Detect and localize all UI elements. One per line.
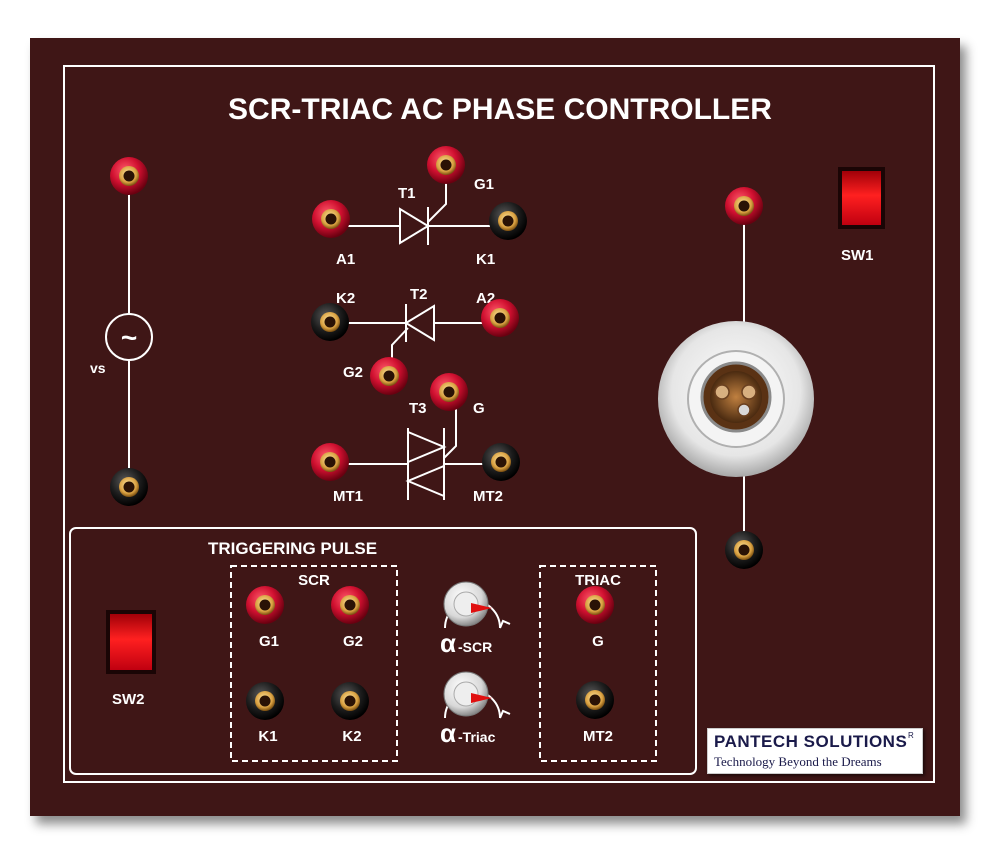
outer-border: [63, 65, 935, 783]
mt1-label: MT1: [333, 488, 363, 505]
k1-label: K1: [476, 251, 495, 268]
logo-brand: PANTECH SOLUTIONS: [714, 732, 908, 751]
alpha-triac-knob[interactable]: [443, 671, 511, 719]
pulse-g2-label: G2: [343, 633, 363, 650]
g-label: G: [473, 400, 485, 417]
triac-g-terminal[interactable]: [430, 373, 468, 411]
page-title: SCR-TRIAC AC PHASE CONTROLLER: [228, 93, 772, 126]
pulse-k2-terminal[interactable]: [331, 682, 369, 720]
a1-terminal[interactable]: [312, 200, 350, 238]
triac-group-label: TRIAC: [575, 572, 621, 589]
vs-negative-terminal[interactable]: [110, 468, 148, 506]
k2-terminal[interactable]: [311, 303, 349, 341]
a2-terminal[interactable]: [481, 299, 519, 337]
g2-label: G2: [343, 364, 363, 381]
sine-symbol: ~: [121, 322, 137, 353]
pulse-triac-mt2-label: MT2: [583, 728, 613, 745]
sw1-label: SW1: [841, 247, 874, 264]
pulse-g1-terminal[interactable]: [246, 586, 284, 624]
scr-group-label: SCR: [298, 572, 330, 589]
pulse-g2-terminal[interactable]: [331, 586, 369, 624]
mt1-terminal[interactable]: [311, 443, 349, 481]
alpha-scr-symbol: α: [440, 628, 456, 658]
pulse-triac-g-terminal[interactable]: [576, 586, 614, 624]
pulse-triac-mt2-terminal[interactable]: [576, 681, 614, 719]
pulse-triac-g-label: G: [592, 633, 604, 650]
sw1-switch[interactable]: [842, 171, 881, 225]
vs-positive-terminal[interactable]: [110, 157, 148, 195]
sw2-label: SW2: [112, 691, 145, 708]
g2-terminal[interactable]: [370, 357, 408, 395]
pulse-k2-label: K2: [342, 728, 361, 745]
logo-tagline: Technology Beyond the Dreams: [714, 754, 882, 769]
pulse-g1-label: G1: [259, 633, 279, 650]
lamp-holder: [658, 321, 814, 477]
g1-label: G1: [474, 176, 494, 193]
alpha-scr-label: -SCR: [458, 639, 492, 655]
trigger-box: [69, 527, 697, 775]
a1-label: A1: [336, 251, 355, 268]
ac-source: ~ vs: [90, 176, 153, 470]
t2-label: T2: [410, 286, 428, 303]
k2-label: K2: [336, 290, 355, 307]
k1-terminal[interactable]: [489, 202, 527, 240]
alpha-triac-label: -Triac: [458, 729, 496, 745]
trigger-title: TRIGGERING PULSE: [208, 539, 377, 558]
pulse-k1-terminal[interactable]: [246, 682, 284, 720]
alpha-triac-symbol: α: [440, 718, 456, 748]
alpha-scr-knob[interactable]: [443, 581, 511, 629]
pantech-logo: PANTECH SOLUTIONS R Technology Beyond th…: [707, 728, 923, 774]
scr-group-box: [230, 565, 398, 762]
mt2-terminal[interactable]: [482, 443, 520, 481]
g1-terminal[interactable]: [427, 146, 465, 184]
pulse-k1-label: K1: [258, 728, 277, 745]
lamp-bottom-terminal[interactable]: [725, 531, 763, 569]
lamp-top-terminal[interactable]: [725, 187, 763, 225]
mt2-label: MT2: [473, 488, 503, 505]
ac-source-symbol: [105, 313, 153, 361]
triac-group-box: [539, 565, 657, 762]
t3-label: T3: [409, 400, 427, 417]
scr-t2-symbol: [330, 304, 500, 370]
registered-mark: R: [908, 731, 914, 740]
vs-label: vs: [90, 360, 106, 376]
sw2-switch[interactable]: [110, 614, 152, 670]
t1-label: T1: [398, 185, 416, 202]
